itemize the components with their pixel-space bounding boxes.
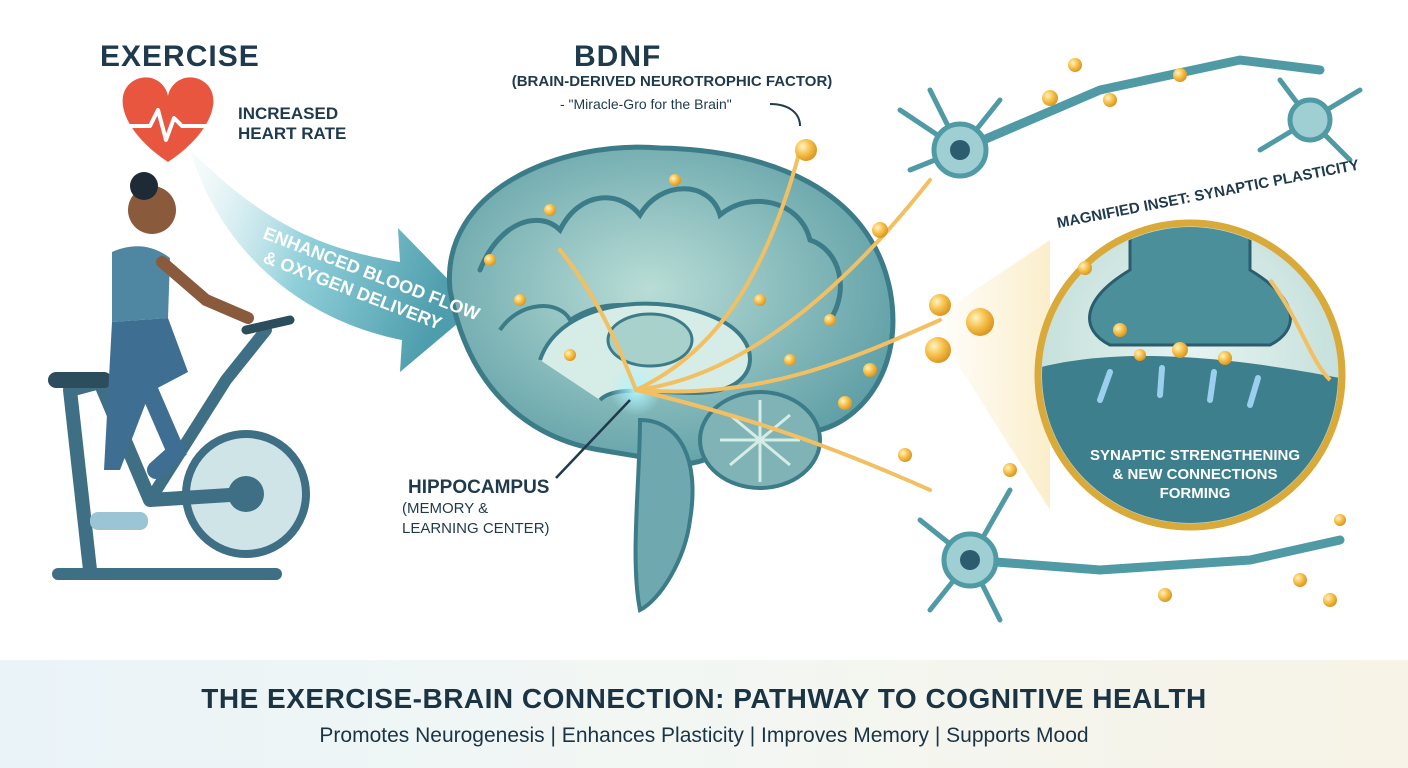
footer-subtitle: Promotes Neurogenesis | Enhances Plastic… xyxy=(319,724,1089,747)
inset-caption-line3: FORMING xyxy=(1160,485,1231,502)
heart-icon xyxy=(112,77,226,162)
neuron-top xyxy=(897,55,1325,179)
inset-caption-line2: & NEW CONNECTIONS xyxy=(1113,466,1278,483)
bdnf-tagline: - "Miracle-Gro for the Brain" xyxy=(560,96,732,112)
hippocampus-title: HIPPOCAMPUS xyxy=(408,477,550,498)
bdnf-pointer xyxy=(769,103,801,127)
hippocampus-subtitle: (MEMORY & LEARNING CENTER) xyxy=(402,500,550,537)
inset-caption-line1: SYNAPTIC STRENGTHENING xyxy=(1090,447,1300,464)
brain-illustration xyxy=(446,144,896,613)
magnify-beam xyxy=(930,240,1050,510)
neuron-bottom xyxy=(917,487,1345,623)
blood-flow-arrow xyxy=(190,150,476,372)
hippocampus-pointer xyxy=(555,399,631,479)
footer-title: THE EXERCISE-BRAIN CONNECTION: PATHWAY T… xyxy=(201,683,1207,714)
bdnf-title: BDNF xyxy=(574,40,662,73)
synapse-inset xyxy=(1034,219,1346,531)
bdnf-subtitle: (BRAIN-DERIVED NEUROTROPHIC FACTOR) xyxy=(511,73,833,90)
neuron-right xyxy=(1257,77,1363,163)
exercise-bike-icon xyxy=(48,315,310,580)
exercise-title: EXERCISE xyxy=(100,40,260,73)
cyclist-figure xyxy=(90,172,254,530)
bdnf-molecules xyxy=(484,58,1346,607)
footer-band xyxy=(0,660,1408,768)
heart-rate-label: INCREASED HEART RATE xyxy=(238,104,347,143)
